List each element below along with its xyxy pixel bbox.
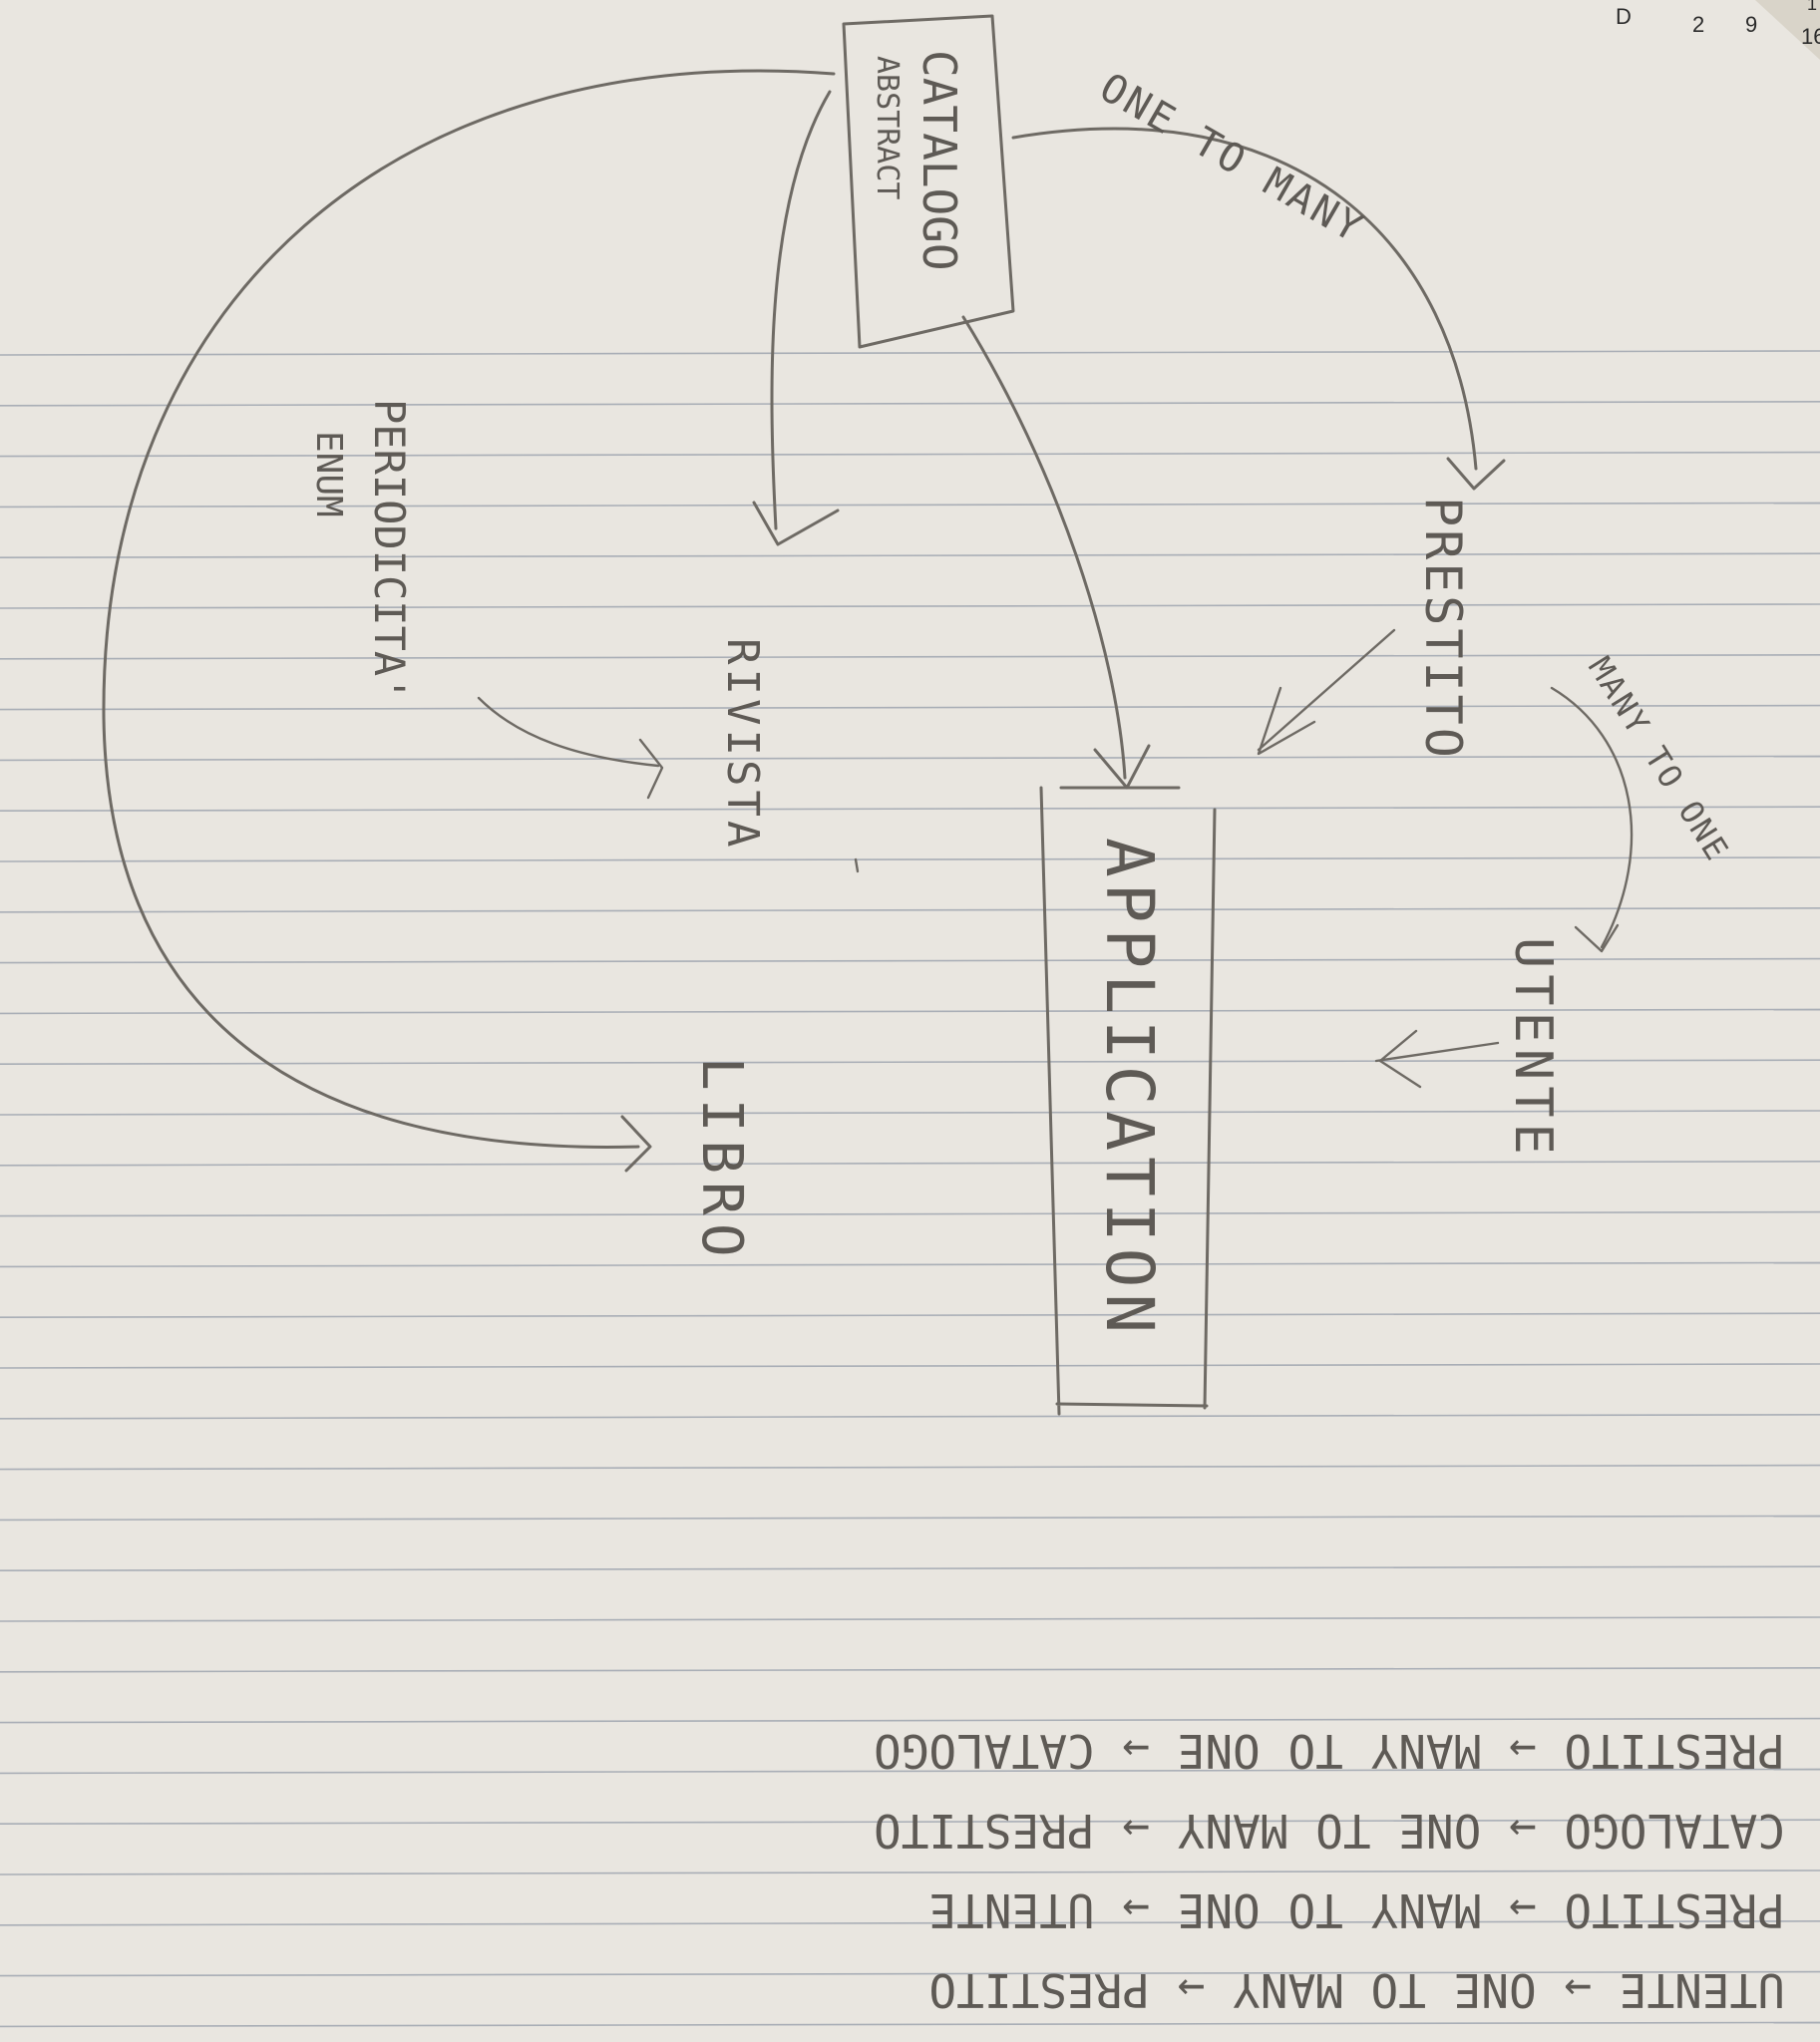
ruled-line xyxy=(0,755,1820,762)
edge-utente-application-arrowhead xyxy=(1378,1029,1422,1089)
page-index-digit-3: 1 xyxy=(1807,0,1817,14)
edge-catalogo-application xyxy=(961,315,1151,790)
ruled-line xyxy=(0,1870,1820,1875)
ruled-line xyxy=(0,1717,1820,1724)
edge-prestito-utente-arrowhead xyxy=(1574,923,1620,953)
ruled-line xyxy=(0,1210,1820,1217)
note-line-1: UTENTE → ONE TO MANY → PRESTITO xyxy=(928,1963,1785,2017)
ruled-line xyxy=(0,806,1820,813)
prestito-label: PRESTITO xyxy=(1414,497,1472,761)
ruled-line xyxy=(0,1768,1820,1775)
note-line-3: CATALOGO → ONE TO MANY → PRESTITO xyxy=(874,1804,1785,1858)
ruled-line xyxy=(0,400,1820,407)
ruled-line xyxy=(0,1414,1820,1420)
edge-catalogo-rivista-arrowhead xyxy=(752,501,840,546)
ruled-line xyxy=(0,1819,1820,1825)
edge-catalogo-libro-line xyxy=(102,69,836,1149)
edge-utente-application-line xyxy=(1374,1041,1500,1063)
ruled-line xyxy=(0,1312,1820,1318)
edge-periodicita-rivista xyxy=(477,696,664,800)
periodicita-sublabel: ENUM xyxy=(308,431,349,517)
ruled-line xyxy=(0,704,1820,711)
note-line-4: PRESTITO → MANY TO ONE → CATALOGO xyxy=(874,1724,1785,1778)
edge-catalogo-application-line xyxy=(961,315,1127,780)
notes-block: UTENTE → ONE TO MANY → PRESTITO PRESTITO… xyxy=(874,1724,1785,2017)
application-box xyxy=(1039,786,1217,1416)
ruled-line xyxy=(0,1161,1820,1167)
note-line-2: PRESTITO → MANY TO ONE → UTENTE xyxy=(928,1883,1785,1937)
edge-prestito-application-arrowhead xyxy=(1257,686,1316,756)
ruled-line xyxy=(0,957,1820,964)
edge-catalogo-application-arrowhead xyxy=(1093,744,1151,790)
page-index-letter: D xyxy=(1616,4,1632,29)
edge-prestito-application xyxy=(1257,628,1396,756)
ruled-line xyxy=(0,2021,1820,2028)
periodicita-node: PERIODICITA' ENUM xyxy=(308,399,414,701)
ruled-line xyxy=(0,603,1820,609)
ruled-line xyxy=(0,350,1820,356)
ruled-line xyxy=(0,1920,1820,1926)
page-index-digit-4: 16 xyxy=(1801,24,1820,49)
ruled-line xyxy=(0,1110,1820,1116)
utente-label: UTENTE xyxy=(1503,937,1563,1161)
libro-label: LIBRO xyxy=(689,1057,754,1265)
application-node: APPLICATION xyxy=(1039,786,1217,1416)
edge-prestito-application-line xyxy=(1257,628,1396,752)
ruled-line xyxy=(0,1565,1820,1571)
catalogo-node: CATALOGO ABSTRACT xyxy=(842,14,1015,349)
page-index-digit-2: 9 xyxy=(1745,12,1757,37)
ruled-line xyxy=(0,856,1820,862)
edge-catalogo-libro xyxy=(102,69,836,1173)
ruled-line xyxy=(0,1515,1820,1522)
edge-periodicita-rivista-arrowhead xyxy=(638,738,664,800)
edge-catalogo-prestito-arrowhead xyxy=(1446,457,1506,491)
ruled-line xyxy=(0,1059,1820,1065)
edge-utente-application xyxy=(1374,1029,1500,1089)
catalogo-box xyxy=(842,14,1015,349)
stray-pencil-mark xyxy=(854,857,860,873)
rivista-label: RIVISTA xyxy=(717,638,768,851)
ruled-line xyxy=(0,451,1820,458)
ruled-line xyxy=(0,552,1820,559)
ruled-line xyxy=(0,1616,1820,1622)
ruled-line xyxy=(0,1667,1820,1673)
application-label: APPLICATION xyxy=(1091,838,1168,1339)
ruled-line xyxy=(0,1464,1820,1471)
page-index-digit-1: 2 xyxy=(1692,12,1704,37)
edge-catalogo-prestito-line xyxy=(1011,127,1478,471)
ruled-line xyxy=(0,1008,1820,1015)
ruled-line xyxy=(0,1261,1820,1268)
periodicita-label: PERIODICITA' xyxy=(365,399,414,701)
ruled-lines xyxy=(0,350,1820,2028)
edge-catalogo-libro-arrowhead xyxy=(620,1115,652,1173)
page-index: D 2 9 1 16 xyxy=(1616,0,1820,49)
edge-prestito-utente-line xyxy=(1550,686,1634,949)
ruled-line xyxy=(0,1363,1820,1369)
edge-periodicita-rivista-line xyxy=(477,696,660,768)
ruled-line xyxy=(0,906,1820,913)
ruled-line xyxy=(0,653,1820,660)
catalogo-sublabel: ABSTRACT xyxy=(870,56,905,200)
ruled-line xyxy=(0,1970,1820,1977)
edge-catalogo-rivista xyxy=(752,90,840,546)
edge-catalogo-rivista-line xyxy=(770,90,832,530)
catalogo-label: CATALOGO xyxy=(912,50,966,271)
ruled-line xyxy=(0,502,1820,509)
